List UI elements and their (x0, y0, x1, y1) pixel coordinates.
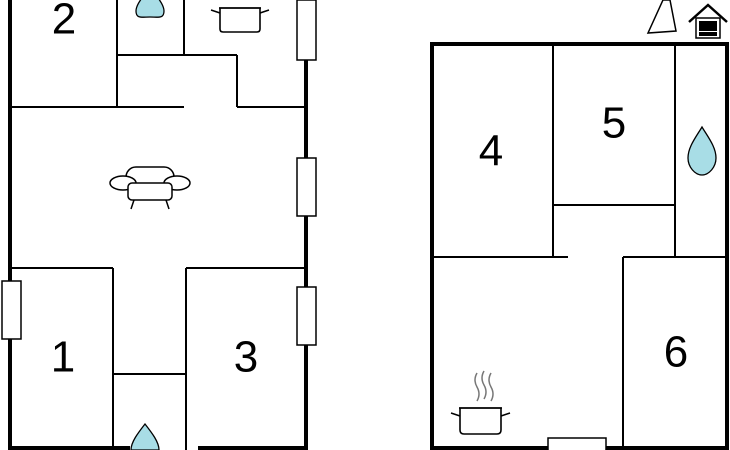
window (296, 157, 317, 217)
cooking-pot-icon (210, 7, 270, 33)
room-1-label: 1 (51, 333, 75, 382)
window (296, 0, 317, 61)
room-4-label: 4 (479, 127, 503, 176)
room-2-label: 2 (52, 0, 76, 44)
room-5-label: 5 (602, 99, 626, 148)
north-arrow-icon (646, 0, 677, 34)
room-6-label: 6 (664, 328, 688, 377)
window (1, 280, 22, 340)
sofa-icon (109, 166, 191, 210)
water-drop-icon (687, 125, 717, 176)
water-drop-icon (130, 422, 160, 450)
cooking-pot-icon (450, 370, 511, 435)
room-3-label: 3 (234, 333, 258, 382)
window (296, 286, 317, 346)
entrance-door (547, 437, 607, 450)
water-drop-icon (135, 0, 165, 18)
house-icon (688, 3, 728, 39)
left-floor: 2 1 3 (1, 0, 317, 450)
right-floor: 4 5 6 (430, 0, 729, 450)
